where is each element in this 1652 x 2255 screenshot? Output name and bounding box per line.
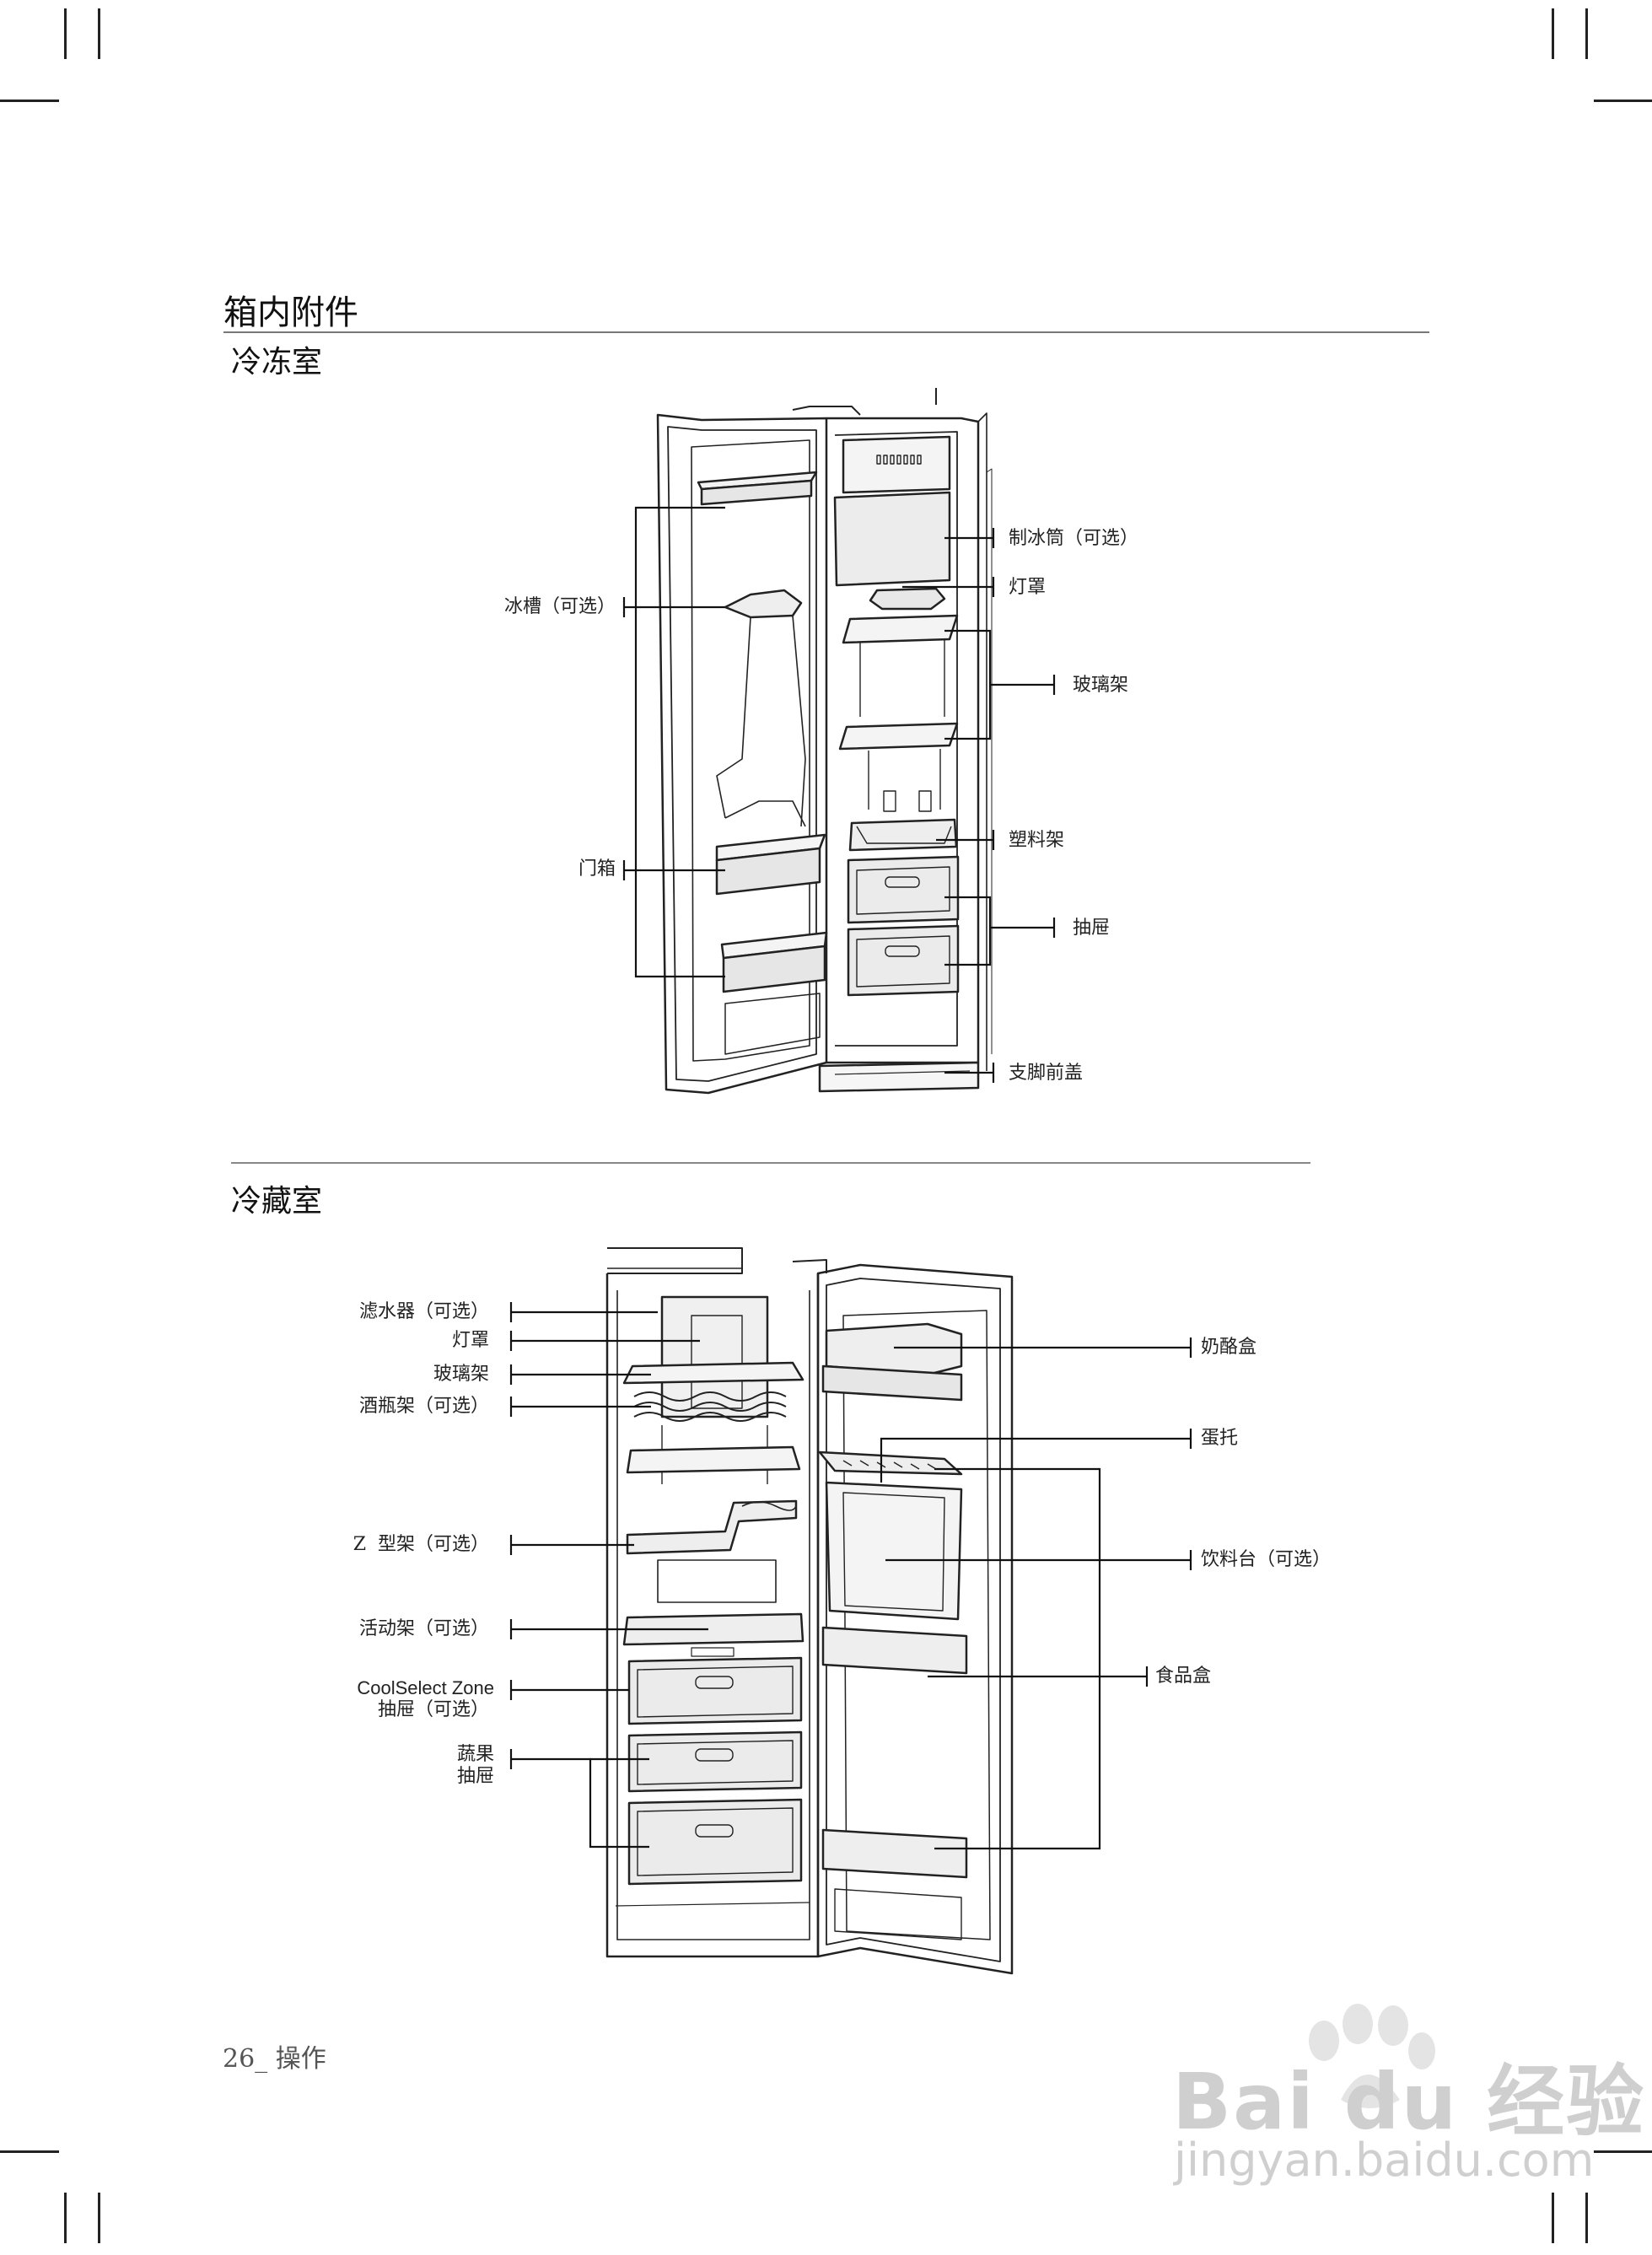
freezer-heading: 冷冻室 <box>231 345 323 379</box>
fridge-rule <box>231 1162 1310 1164</box>
paw-icon <box>1309 2004 1435 2108</box>
freezer-illustration <box>622 388 1056 1095</box>
label-dairy: 奶酪盒 <box>1201 1337 1257 1358</box>
crop-mark <box>1585 8 1588 59</box>
crop-mark <box>1585 2193 1588 2243</box>
label-wine-rack: 酒瓶架（可选） <box>358 1396 489 1417</box>
crop-mark <box>1552 8 1554 59</box>
crop-mark <box>64 8 67 59</box>
crop-mark <box>1594 100 1652 102</box>
label-coolselect-line1: CoolSelect Zone <box>357 1677 494 1698</box>
label-glass-shelf: 玻璃架 <box>1073 675 1129 696</box>
watermark-brand: Bai du 经验 <box>1172 2057 1646 2147</box>
crop-mark <box>98 2193 100 2243</box>
section-title: 箱内附件 <box>223 293 358 332</box>
fridge-heading: 冷藏室 <box>231 1184 323 1219</box>
crop-mark <box>64 2193 67 2243</box>
crop-mark <box>1552 2193 1554 2243</box>
label-dispenser: 饮料台（可选） <box>1201 1549 1332 1570</box>
label-egg-tray: 蛋托 <box>1201 1428 1239 1449</box>
page-footer: 26_ 操作 <box>223 2044 326 2074</box>
section-rule <box>223 331 1429 333</box>
watermark-url: jingyan.baidu.com <box>1174 2134 1595 2187</box>
label-z-shelf: Z 型架（可选） <box>352 1534 489 1555</box>
label-coolselect-line2: 抽屉（可选） <box>377 1699 489 1720</box>
fridge-illustration <box>509 1247 1192 1975</box>
label-food-bin: 食品盒 <box>1155 1666 1212 1687</box>
label-glass-shelf-fridge: 玻璃架 <box>433 1364 489 1385</box>
label-lamp-cover: 灯罩 <box>1009 577 1047 598</box>
crop-mark <box>0 100 59 102</box>
label-lamp-cover-fridge: 灯罩 <box>451 1330 489 1351</box>
label-foot-cover: 支脚前盖 <box>1009 1063 1084 1084</box>
label-ice-chute: 冰槽（可选） <box>503 596 616 617</box>
crop-mark <box>98 8 100 59</box>
label-door-bin: 门箱 <box>578 858 616 880</box>
label-sliding-shelf: 活动架（可选） <box>358 1618 489 1639</box>
crop-mark <box>0 2150 59 2153</box>
label-veg-line1: 蔬果 <box>456 1744 494 1765</box>
crop-mark <box>1594 2150 1652 2153</box>
label-water-filter: 滤水器（可选） <box>358 1301 489 1322</box>
label-plastic-shelf: 塑料架 <box>1009 830 1065 851</box>
label-drawer: 抽屉 <box>1073 918 1111 939</box>
label-ice-maker: 制冰筒（可选） <box>1009 528 1139 549</box>
label-veg-line2: 抽屉 <box>456 1766 494 1787</box>
